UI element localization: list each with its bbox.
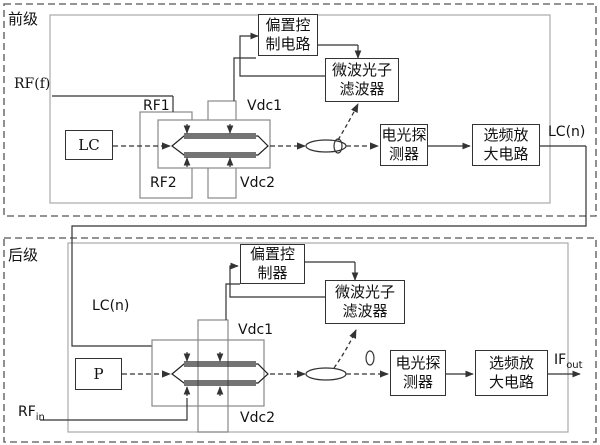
back-bias-control-box: 偏置控 制器	[240, 244, 305, 284]
front-rf-input-label: RF(f)	[14, 76, 51, 92]
back-optical-coil	[365, 350, 375, 366]
back-vdc2-label: Vdc2	[240, 410, 276, 426]
back-stage-label: 后级	[8, 246, 39, 264]
front-modulator-box	[157, 119, 271, 169]
front-output-label: LC(n)	[548, 124, 586, 140]
back-mzm	[171, 361, 269, 386]
back-stage-frame	[3, 237, 597, 443]
front-rf1-label: RF1	[143, 98, 170, 114]
front-amplifier-box: 选频放 大电路	[472, 124, 540, 166]
back-stage-inner	[67, 242, 569, 433]
back-rf-in-label: RFin	[18, 404, 45, 423]
front-vdc2-label: Vdc2	[240, 175, 276, 191]
front-rf2-label: RF2	[150, 175, 177, 191]
front-lc-source: LC	[65, 130, 113, 160]
front-detector-box: 电光探 测器	[380, 124, 428, 166]
back-optical-coupler	[305, 367, 347, 381]
front-bias-control-box: 偏置控 制电路	[258, 14, 318, 56]
back-filter-box: 微波光子 滤波器	[325, 280, 405, 324]
back-if-out-label: IFout	[554, 352, 583, 371]
front-stage-frame	[3, 3, 597, 217]
front-stage-label: 前级	[8, 10, 39, 28]
front-filter-box: 微波光子 滤波器	[325, 58, 399, 102]
back-vdc1-label: Vdc1	[238, 322, 274, 338]
back-amplifier-box: 选频放 大电路	[475, 350, 548, 396]
back-p-source: P	[75, 358, 122, 390]
front-optical-coupler	[305, 139, 347, 153]
back-modulator-box	[151, 339, 265, 407]
front-mzm	[171, 133, 269, 158]
back-detector-box: 电光探 测器	[390, 350, 446, 396]
back-lc-input-label: LC(n)	[92, 298, 130, 314]
back-vdc-electrode-box	[197, 319, 229, 433]
front-vdc1-label: Vdc1	[247, 98, 283, 114]
